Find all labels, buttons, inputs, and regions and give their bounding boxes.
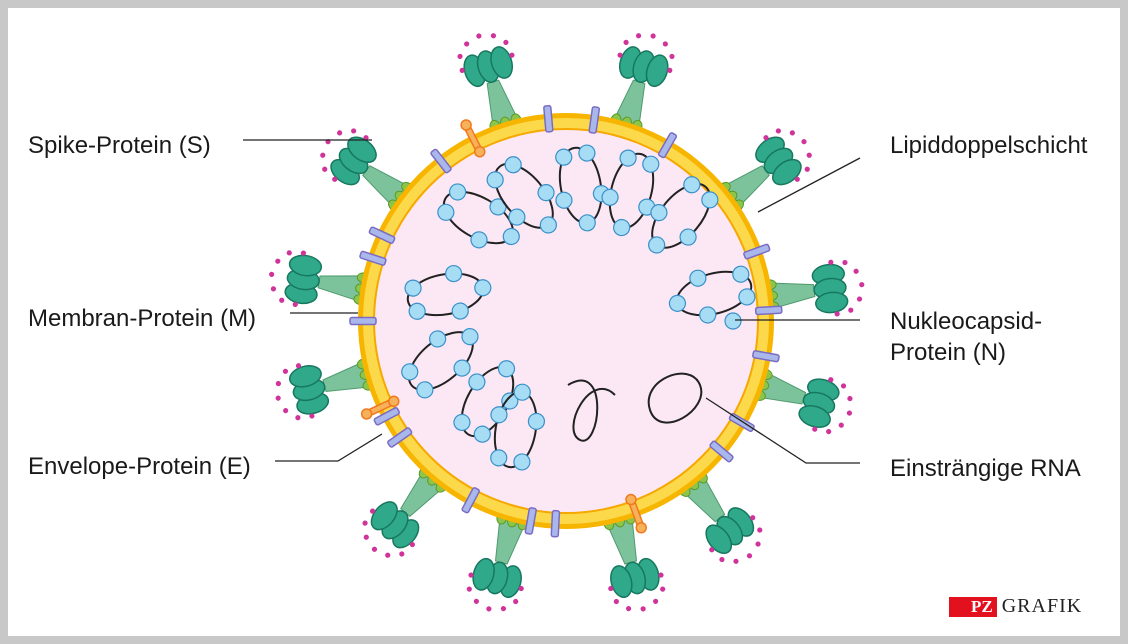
nucleocapsid-protein: [642, 155, 660, 173]
nucleocapsid-protein: [416, 381, 434, 399]
leader-envelope: [275, 433, 383, 462]
spike-protein: [761, 259, 865, 317]
nucleocapsid-protein: [437, 203, 455, 221]
membrane-protein: [588, 106, 601, 134]
membrane-protein: [543, 104, 554, 133]
nucleocapsid-protein: [408, 302, 426, 320]
nucleocapsid-protein: [724, 312, 742, 330]
nucleocapsid-protein: [502, 227, 520, 246]
nucleocapsid-protein: [738, 288, 756, 306]
nucleocapsid-protein: [619, 149, 637, 167]
nucleocapsid-protein: [537, 184, 555, 202]
nucleocapsid-protein: [508, 208, 526, 226]
membrane-protein: [368, 226, 396, 244]
nucleocapsid-protein: [683, 176, 701, 194]
nucleocapsid-protein: [578, 144, 596, 162]
nucleocapsid-protein: [449, 183, 467, 201]
nucleocapsid-protein: [504, 156, 522, 174]
nucleocapsid-loop: [486, 156, 557, 234]
nucleocapsid-protein: [699, 306, 717, 324]
nucleocapsid-protein: [668, 294, 687, 312]
nucleocapsid-protein: [470, 231, 488, 249]
nucleocapsid-protein: [555, 191, 573, 209]
pz-grafik-logo: PZ GRAFIK: [949, 595, 1082, 618]
membrane-protein: [387, 427, 413, 448]
membrane-protein: [754, 305, 783, 316]
label-lipid-bilayer: Lipiddoppelschicht: [890, 132, 1088, 159]
spike-protein: [269, 250, 372, 308]
nucleocapsid-loop: [404, 264, 492, 320]
nucleocapsid-protein: [679, 228, 697, 246]
nucleocapsid-protein: [453, 413, 471, 431]
nucleocapsid-protein: [613, 218, 631, 237]
logo-brand: PZ: [949, 596, 997, 617]
membrane-protein: [550, 509, 561, 538]
nucleocapsid-protein: [401, 363, 419, 381]
nucleocapsid-protein: [555, 148, 573, 166]
rna-strand: [401, 144, 756, 471]
leader-lines: [243, 139, 861, 464]
membrane-protein: [743, 243, 771, 260]
membrane-protein: [349, 316, 377, 326]
spike-protein: [751, 368, 853, 435]
nucleocapsid-loop: [648, 176, 719, 254]
membrane-protein: [752, 350, 780, 363]
nucleocapsid-protein: [648, 236, 666, 254]
nucleocapsid-protein: [474, 279, 492, 297]
membrane-proteins: [349, 104, 783, 538]
nucleocapsid-loop: [437, 183, 520, 249]
nucleocapsid-protein: [404, 279, 422, 297]
membrane-protein: [524, 507, 537, 535]
membrane-protein: [430, 148, 452, 174]
virus-interior: [375, 130, 757, 512]
nucleocapsid-protein: [513, 453, 531, 471]
diagram-frame: Spike-Protein (S) Membran-Protein (M) En…: [8, 8, 1120, 636]
membrane-protein: [461, 487, 480, 514]
nucleocapsid-protein: [445, 264, 463, 283]
nucleocapsid-protein: [468, 373, 486, 391]
nucleocapsid-protein: [486, 171, 504, 189]
nucleocapsid-protein: [461, 328, 479, 346]
nucleocapsid-protein: [689, 269, 707, 287]
nucleocapsid-protein: [451, 302, 469, 320]
nucleocapsid-loop: [490, 383, 546, 471]
nucleocapsid-protein: [473, 425, 491, 443]
label-envelope-protein: Envelope-Protein (E): [28, 453, 251, 480]
nucleocapsid-protein: [490, 406, 508, 424]
label-single-strand-rna: Einsträngige RNA: [890, 455, 1081, 482]
envelope-proteins: [360, 119, 647, 534]
nucleocapsid-protein: [601, 188, 619, 206]
nucleocapsid-protein: [527, 412, 546, 430]
envelope-protein: [360, 395, 400, 420]
spike-protein: [466, 509, 529, 612]
nucleocapsid-protein: [497, 360, 516, 378]
leader-lipid: [757, 157, 861, 213]
nucleocapsid-protein: [539, 216, 557, 234]
nucleocapsid-protein: [490, 449, 508, 467]
nucleocapsid-loop: [668, 265, 756, 324]
nucleocapsid-protein: [701, 191, 719, 209]
label-nucleocapsid-protein: Nukleocapsid- Protein (N): [890, 308, 1043, 366]
membrane-protein: [359, 250, 387, 266]
label-spike-protein: Spike-Protein (S): [28, 132, 211, 159]
nucleocapsid-loop: [601, 149, 660, 237]
nucleocapsid-protein: [453, 359, 471, 377]
nucleocapsid-protein: [650, 204, 668, 222]
nucleocapsid-protein: [429, 330, 447, 348]
nucleocapsid-loop: [555, 144, 611, 232]
nucleocapsid-protein: [578, 214, 596, 232]
label-membrane-protein: Membran-Protein (M): [28, 305, 257, 332]
membrane-protein: [657, 132, 678, 159]
membrane-protein: [709, 440, 734, 463]
envelope-protein: [460, 119, 486, 158]
nucleocapsid-loop: [453, 360, 519, 443]
nucleocapsid-loop: [401, 328, 479, 399]
logo-text: GRAFIK: [1001, 595, 1083, 617]
membrane-protein: [373, 407, 400, 426]
coronavirus-diagram: [243, 33, 865, 612]
envelope-protein: [625, 493, 647, 534]
nucleocapsid-protein: [513, 383, 531, 401]
nucleocapsid-protein: [732, 265, 750, 283]
leader-rna: [705, 397, 860, 464]
